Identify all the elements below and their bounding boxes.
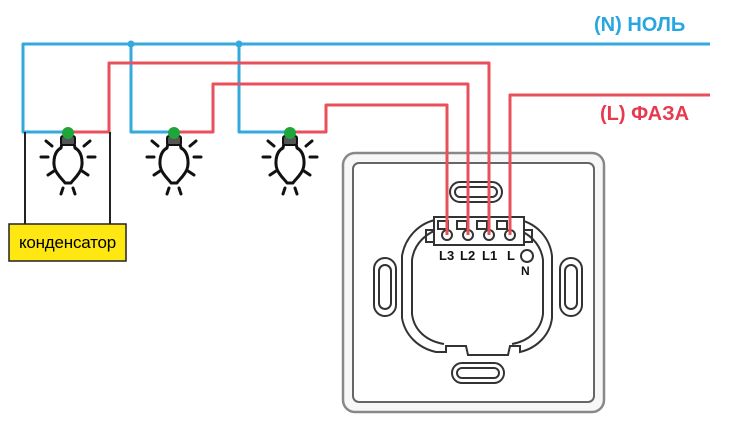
terminal-label-l1: L1 xyxy=(482,248,498,263)
neutral-wire xyxy=(21,42,710,134)
light-bulb-icon xyxy=(39,125,97,196)
light-bulb-icon xyxy=(261,125,319,196)
switched-wires xyxy=(68,61,491,235)
neutral-label: (N) НОЛЬ xyxy=(594,14,686,36)
capacitor-box xyxy=(8,223,127,262)
terminal-label-l2: L2 xyxy=(460,248,476,263)
terminal-label-n: N xyxy=(521,264,530,278)
light-bulb-icon xyxy=(145,125,203,196)
terminal-label-l3: L3 xyxy=(439,248,455,263)
phase-wire xyxy=(508,93,710,235)
capacitor-leads xyxy=(24,132,111,224)
phase-label: (L) ФАЗА xyxy=(600,103,690,125)
neutral-junctions xyxy=(127,40,243,48)
terminal-label-l: L xyxy=(507,248,515,263)
capacitor-label: конденсатор xyxy=(18,233,117,252)
